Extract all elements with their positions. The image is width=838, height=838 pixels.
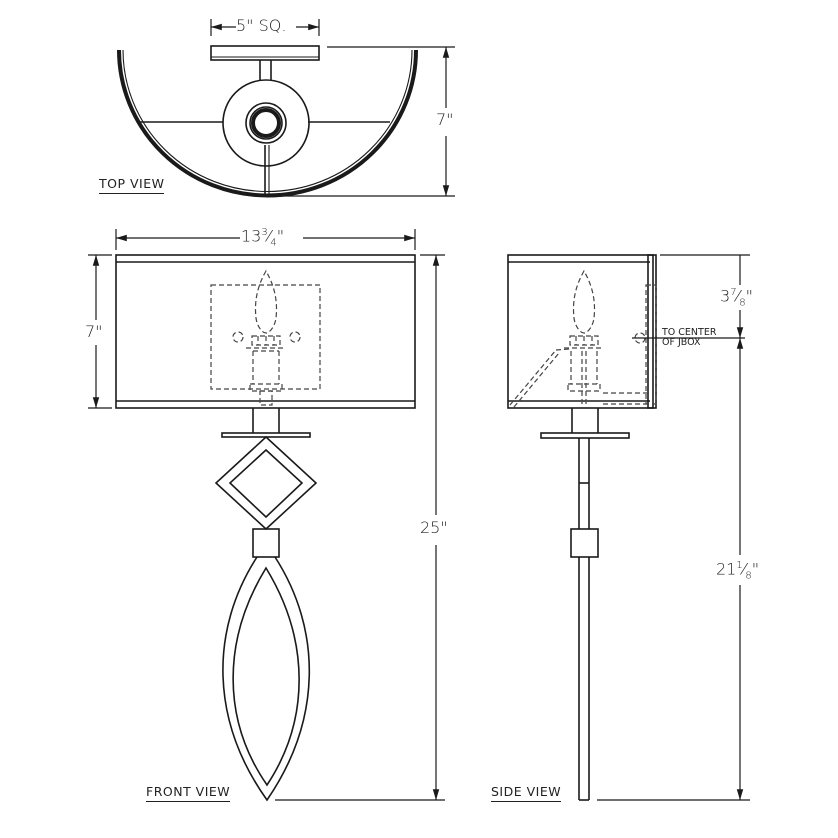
front-view-drawing	[88, 229, 445, 802]
shade-height-dimension-label: 7"	[85, 322, 103, 341]
top-to-jbox-dimension-label: 37⁄8"	[720, 286, 753, 309]
front-view-title: FRONT VIEW	[146, 785, 231, 802]
top-depth-dimension-label: 7"	[436, 110, 454, 129]
shade-width-dimension-label: 133⁄4"	[241, 226, 285, 249]
top-view-drawing	[117, 19, 455, 198]
overall-height-dimension-label: 25"	[420, 518, 448, 537]
top-view-title: TOP VIEW	[99, 177, 165, 194]
side-view-title: SIDE VIEW	[491, 785, 562, 802]
backplate-dimension-label: 5" SQ.	[236, 16, 287, 35]
side-view-drawing	[507, 254, 750, 801]
jbox-to-bottom-dimension-label: 211⁄8"	[716, 559, 760, 582]
